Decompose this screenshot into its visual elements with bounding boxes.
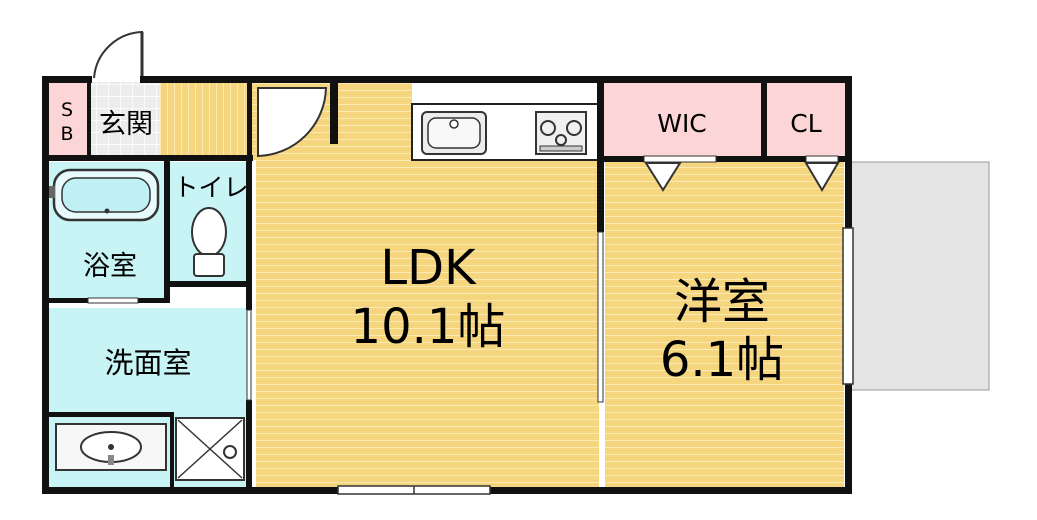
ldk-name-label: LDK bbox=[380, 240, 477, 296]
sb-area bbox=[47, 82, 87, 156]
sink-icon bbox=[421, 111, 487, 155]
wash-basin-icon bbox=[55, 423, 167, 471]
toilet-label: トイレ bbox=[173, 173, 248, 202]
window-western bbox=[842, 227, 854, 385]
washroom-label: 洗面室 bbox=[104, 346, 191, 380]
western-size-label: 6.1帖 bbox=[660, 332, 784, 388]
toilet-icon bbox=[191, 207, 227, 277]
wash-ldk-opening bbox=[246, 309, 252, 401]
balcony bbox=[848, 161, 990, 391]
cl-door bbox=[804, 155, 840, 192]
wic-label: WIC bbox=[657, 109, 707, 138]
stove-icon bbox=[535, 111, 587, 155]
ldk-door-swing bbox=[257, 87, 328, 158]
entrance-door-swing bbox=[93, 30, 144, 79]
entrance-label: 玄関 bbox=[99, 109, 153, 140]
bath-label: 浴室 bbox=[83, 251, 137, 282]
ldk-size-label: 10.1帖 bbox=[351, 299, 506, 355]
wic-area bbox=[604, 82, 761, 160]
wic-door bbox=[643, 155, 717, 192]
sb-label-bottom: B bbox=[60, 123, 73, 145]
cl-label: CL bbox=[790, 109, 821, 138]
entrance-floor bbox=[90, 82, 160, 156]
sb-label-top: S bbox=[61, 99, 73, 121]
door-wash bbox=[87, 297, 139, 304]
ldk-floor bbox=[256, 158, 599, 490]
bathtub-icon bbox=[49, 168, 160, 222]
cl-area bbox=[767, 82, 845, 160]
western-room-floor bbox=[605, 162, 844, 490]
hall-floor bbox=[160, 82, 250, 158]
washing-machine-space-icon bbox=[175, 417, 245, 481]
sliding-door-western bbox=[597, 231, 604, 403]
western-name-label: 洋室 bbox=[674, 274, 770, 330]
